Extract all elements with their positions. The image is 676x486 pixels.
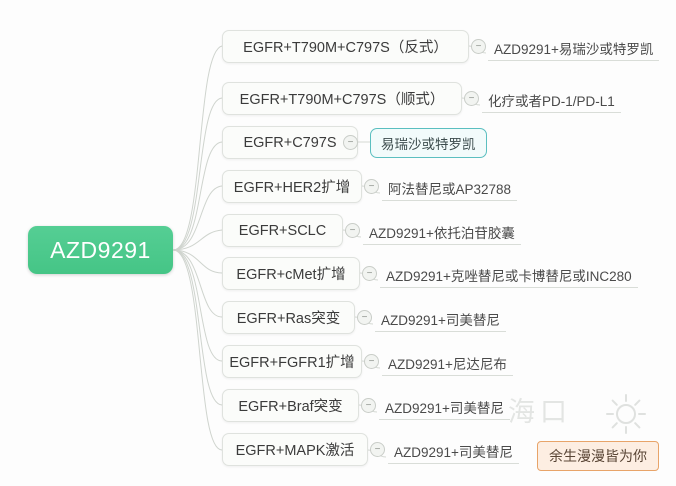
secondary-node-8[interactable]: AZD9291+尼达尼布 bbox=[382, 353, 513, 376]
secondary-node-9[interactable]: AZD9291+司美替尼 bbox=[379, 397, 510, 420]
secondary-node-5[interactable]: AZD9291+依托泊苷胶囊 bbox=[363, 222, 521, 245]
primary-node-9[interactable]: EGFR+Braf突变 bbox=[222, 389, 359, 422]
primary-node-8[interactable]: EGFR+FGFR1扩增 bbox=[222, 345, 362, 378]
secondary-node-9-label: AZD9291+司美替尼 bbox=[385, 401, 504, 416]
primary-node-3[interactable]: EGFR+C797S bbox=[222, 126, 358, 159]
collapse-toggle-7[interactable]: − bbox=[357, 310, 372, 325]
minus-icon: − bbox=[349, 224, 356, 236]
primary-node-5-label: EGFR+SCLC bbox=[238, 222, 327, 239]
collapse-toggle-2[interactable]: − bbox=[464, 91, 479, 106]
secondary-node-6-label: AZD9291+克唑替尼或卡博替尼或INC280 bbox=[386, 269, 632, 284]
primary-node-6-label: EGFR+cMet扩增 bbox=[236, 267, 346, 283]
secondary-node-3-label: 易瑞沙或特罗凯 bbox=[381, 137, 476, 152]
minus-icon: − bbox=[365, 399, 372, 411]
minus-icon: − bbox=[374, 443, 381, 455]
collapse-toggle-6[interactable]: − bbox=[362, 266, 377, 281]
primary-node-1-label: EGFR+T790M+C797S（反式） bbox=[243, 40, 448, 56]
primary-node-10-label: EGFR+MAPK激活 bbox=[235, 443, 355, 459]
secondary-node-10[interactable]: AZD9291+司美替尼 bbox=[388, 441, 519, 464]
primary-node-6[interactable]: EGFR+cMet扩增 bbox=[222, 257, 360, 290]
primary-node-5[interactable]: EGFR+SCLC bbox=[222, 214, 343, 247]
collapse-toggle-1[interactable]: − bbox=[471, 39, 486, 54]
root-node-azd9291[interactable]: AZD9291 bbox=[28, 226, 173, 274]
primary-node-7[interactable]: EGFR+Ras突变 bbox=[222, 301, 355, 334]
minus-icon: − bbox=[368, 355, 375, 367]
minus-icon: − bbox=[347, 136, 354, 148]
secondary-node-5-label: AZD9291+依托泊苷胶囊 bbox=[369, 226, 515, 241]
minus-icon: − bbox=[361, 311, 368, 323]
primary-node-9-label: EGFR+Braf突变 bbox=[238, 399, 343, 415]
secondary-node-7[interactable]: AZD9291+司美替尼 bbox=[375, 309, 506, 332]
overlay-note[interactable]: 余生漫漫皆为你 bbox=[537, 441, 659, 471]
secondary-node-8-label: AZD9291+尼达尼布 bbox=[388, 357, 507, 372]
minus-icon: − bbox=[475, 40, 482, 52]
primary-node-1[interactable]: EGFR+T790M+C797S（反式） bbox=[222, 30, 469, 63]
secondary-node-3[interactable]: 易瑞沙或特罗凯 bbox=[370, 128, 487, 158]
secondary-node-2[interactable]: 化疗或者PD-1/PD-L1 bbox=[482, 90, 621, 113]
collapse-toggle-8[interactable]: − bbox=[364, 354, 379, 369]
sun-icon bbox=[606, 394, 646, 434]
collapse-toggle-4[interactable]: − bbox=[364, 179, 379, 194]
root-node-label: AZD9291 bbox=[50, 236, 151, 263]
watermark-city-label: 海口 bbox=[508, 397, 572, 427]
overlay-note-label: 余生漫漫皆为你 bbox=[549, 448, 647, 464]
primary-node-8-label: EGFR+FGFR1扩增 bbox=[229, 355, 355, 371]
secondary-node-6[interactable]: AZD9291+克唑替尼或卡博替尼或INC280 bbox=[380, 265, 638, 288]
secondary-node-4[interactable]: 阿法替尼或AP32788 bbox=[382, 178, 518, 201]
primary-node-7-label: EGFR+Ras突变 bbox=[236, 311, 341, 327]
primary-node-4[interactable]: EGFR+HER2扩增 bbox=[222, 170, 362, 203]
collapse-toggle-5[interactable]: − bbox=[345, 223, 360, 238]
secondary-node-1-label: AZD9291+易瑞沙或特罗凯 bbox=[494, 42, 654, 57]
secondary-node-4-label: 阿法替尼或AP32788 bbox=[388, 182, 512, 197]
primary-node-3-label: EGFR+C797S bbox=[243, 134, 337, 151]
collapse-toggle-10[interactable]: − bbox=[370, 442, 385, 457]
collapse-toggle-3[interactable]: − bbox=[343, 135, 358, 150]
primary-node-2[interactable]: EGFR+T790M+C797S（顺式） bbox=[222, 82, 462, 115]
minus-icon: − bbox=[468, 92, 475, 104]
collapse-toggle-9[interactable]: − bbox=[361, 398, 376, 413]
minus-icon: − bbox=[366, 267, 373, 279]
secondary-node-2-label: 化疗或者PD-1/PD-L1 bbox=[488, 94, 615, 109]
primary-node-2-label: EGFR+T790M+C797S（顺式） bbox=[239, 92, 445, 108]
secondary-node-1[interactable]: AZD9291+易瑞沙或特罗凯 bbox=[488, 38, 660, 61]
minus-icon: − bbox=[368, 180, 375, 192]
secondary-node-10-label: AZD9291+司美替尼 bbox=[394, 445, 513, 460]
primary-node-10[interactable]: EGFR+MAPK激活 bbox=[222, 433, 368, 466]
secondary-node-7-label: AZD9291+司美替尼 bbox=[381, 313, 500, 328]
primary-node-4-label: EGFR+HER2扩增 bbox=[233, 180, 351, 196]
